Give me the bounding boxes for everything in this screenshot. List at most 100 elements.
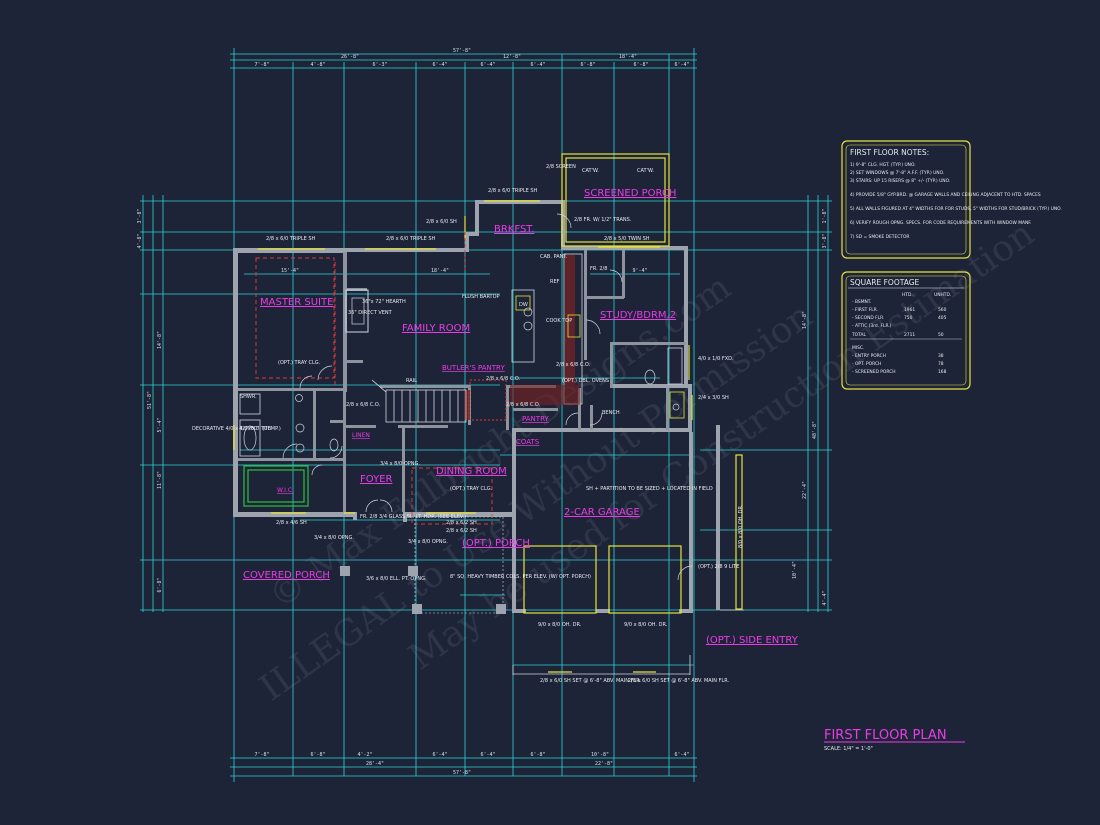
sqft-row-label: TOTAL [851, 332, 866, 338]
dim-left-total: 51'-8" [147, 391, 153, 409]
sqft-row-unheated: 50 [938, 332, 944, 338]
plan-title: FIRST FLOOR PLAN [824, 728, 947, 743]
callout: RAIL [406, 378, 417, 384]
dim-bottom-row1: 6'-4" [432, 752, 447, 758]
callout: SH + PARTITION TO BE SIZED + LOCATED IN … [586, 486, 713, 492]
garage-doors [523, 425, 744, 614]
room-linen: LINEN [352, 432, 370, 439]
sqft-row-heated: 1961 [904, 307, 915, 313]
title-block: FIRST FLOOR PLAN SCALE: 1/4" = 1'-0" [824, 728, 965, 752]
callout: 2/8 x 6/0 TRIPLE SH [266, 236, 316, 242]
callout: FR. 2/8 [590, 266, 607, 272]
callout: (OPT.) TRAY CLG. [278, 360, 321, 366]
room-pantry: PANTRY [522, 415, 549, 423]
dim-bottom-row1: 6'-4" [674, 752, 689, 758]
dim-right-side: 4'-4" [822, 590, 828, 605]
note-item: 5) ALL WALLS FIGURED AT 4" WIDTHS FOR FO… [850, 206, 1062, 212]
dim-family: 18'-4" [431, 268, 449, 274]
kitchen [464, 253, 583, 420]
notes-title: FIRST FLOOR NOTES: [850, 148, 929, 157]
watermark: © Max Fulbright Designs.com ILLEGAL to U… [253, 213, 1042, 709]
callout: 9/0 x 8/0 OH. DR. [624, 622, 668, 628]
callout: 2/8 x 5/0 TWIN SH [604, 236, 650, 242]
dim-top-row2: 6'-3" [372, 62, 387, 68]
callout: COOK TOP [546, 318, 572, 324]
sqft-row-unheated: 78 [938, 361, 944, 367]
screened-porch-outline [561, 153, 670, 247]
callout: (OPT.) TRAY CLG. [450, 486, 493, 492]
callout: (OPT.) DBL. OVENS [562, 378, 609, 384]
closet-shelving [243, 465, 309, 507]
callout: 2/8 x 6/8 C.O. [556, 362, 591, 368]
exterior-walls [233, 200, 693, 613]
plan-scale: SCALE: 1/4" = 1'-0" [824, 746, 873, 752]
dim-study: 9'-4" [632, 268, 647, 274]
callout: 2/8 x 6/2 SH [446, 520, 477, 526]
sqft-title: SQUARE FOOTAGE [850, 278, 920, 287]
callout: DW [519, 302, 528, 308]
sqft-row-label: - FIRST FLR. [852, 307, 878, 313]
dim-bottom-row1: 6'-8" [530, 752, 545, 758]
callout: FR. 2/8 3/4 GLASS SL. LT. HDR. (SEE ELEV… [360, 514, 466, 520]
dim-right-side: 14'-8" [802, 311, 808, 329]
room-butlers-pantry: BUTLER'S PANTRY [442, 364, 505, 372]
callout: 8" SQ. HEAVY TIMBER COLS. PER ELEV. (W/ … [450, 574, 591, 580]
dim-left-side: 4'-8" [137, 233, 143, 248]
note-item: 3) STAIRS: UP 15 RISERS @ 8" +/- (TYP.) … [850, 178, 950, 184]
sqft-row-label: - BSMNT. [852, 299, 871, 305]
callout: 2/8 x 4/6 SH [276, 520, 307, 526]
callout: 2/8 x 6/0 TRIPLE SH [386, 236, 436, 242]
room-covered-porch: COVERED PORCH [243, 570, 330, 581]
callout: BENCH [602, 410, 620, 416]
room-opt-porch: (OPT.) PORCH [462, 538, 530, 549]
callout: FLUSH BARTOP [462, 294, 500, 300]
dimension-lines [140, 48, 832, 782]
room-dining-room: DINING ROOM [436, 466, 507, 477]
dim-top-b: 12'-8" [503, 54, 521, 60]
dim-right-side: 3'-8" [822, 233, 828, 248]
dim-right-total: 48'-8" [812, 421, 818, 439]
sqft-row-label: - ATTIC (3rd. FLR.) [852, 323, 892, 329]
callout: 2/8 x 6/8 C.O. [486, 376, 521, 382]
callout: 36" DIRECT VENT [348, 310, 393, 316]
callout: CAT'W. [582, 168, 599, 174]
callout: 2/8 x 6/0 SH [426, 219, 457, 225]
sqft-row-label: - SECOND FLR. [852, 315, 884, 321]
dim-bottom-row1: 6'-8" [310, 752, 325, 758]
dim-left-side: 14'-8" [157, 331, 163, 349]
sqft-row-label: - ENTRY PORCH [852, 353, 886, 359]
note-item: 2) SET WINDOWS @ 7'-8" A.F.F. (TYP.) UNO… [850, 170, 944, 176]
dim-right-side: 22'-4" [802, 481, 808, 499]
bath-fixtures [239, 347, 685, 457]
dim-top-row2: 6'-8" [633, 62, 648, 68]
callout: 4/0 x 1/0 FXD. [698, 356, 734, 362]
dim-left-side: 3'-8" [137, 208, 143, 223]
callout: 2/8 SCREEN [546, 164, 576, 170]
sqft-row-unheated: 168 [938, 369, 947, 375]
dim-top-row2: 6'-4" [480, 62, 495, 68]
callout: CAB. PANT. [540, 254, 568, 260]
dim-top-a: 26'-8" [341, 54, 359, 60]
porch-outlines [340, 516, 691, 675]
sqft-row-unheated: 405 [938, 315, 947, 321]
dim-master: 15'-4" [281, 268, 299, 274]
callout: 3/6 x 8/0 ELL. PT. OPNG. [366, 576, 427, 582]
dim-overall-top: 57'-8" [453, 48, 471, 54]
sqft-row-label: - SCREENED PORCH [852, 369, 896, 375]
dim-bottom-row1: 6'-4" [480, 752, 495, 758]
callout: 3/4 x 8/0 OPNG. [314, 535, 354, 541]
doors [282, 213, 693, 581]
dim-left-side: 5'-4" [157, 417, 163, 432]
callout: 2/4 x 3/0 SH [698, 395, 729, 401]
dim-top-row2: 7'-8" [254, 62, 269, 68]
dim-top-row2: 6'-4" [530, 62, 545, 68]
note-item: 4) PROVIDE 5/8" GYP.BRD. @ GARAGE WALLS … [850, 192, 1041, 198]
callout: 3/4 x 8/0 OPNG. [408, 539, 448, 545]
callout: (OPT.) 2/8 9 LITE [698, 564, 739, 570]
fireplace [345, 289, 369, 333]
dim-right-side: 10'-4" [792, 561, 798, 579]
windows [233, 200, 693, 673]
callout: 2/8 x 6/0 SH SET @ 6'-8" ABV. MAIN FLR. [628, 678, 729, 684]
callout: SHWR. [240, 394, 257, 400]
